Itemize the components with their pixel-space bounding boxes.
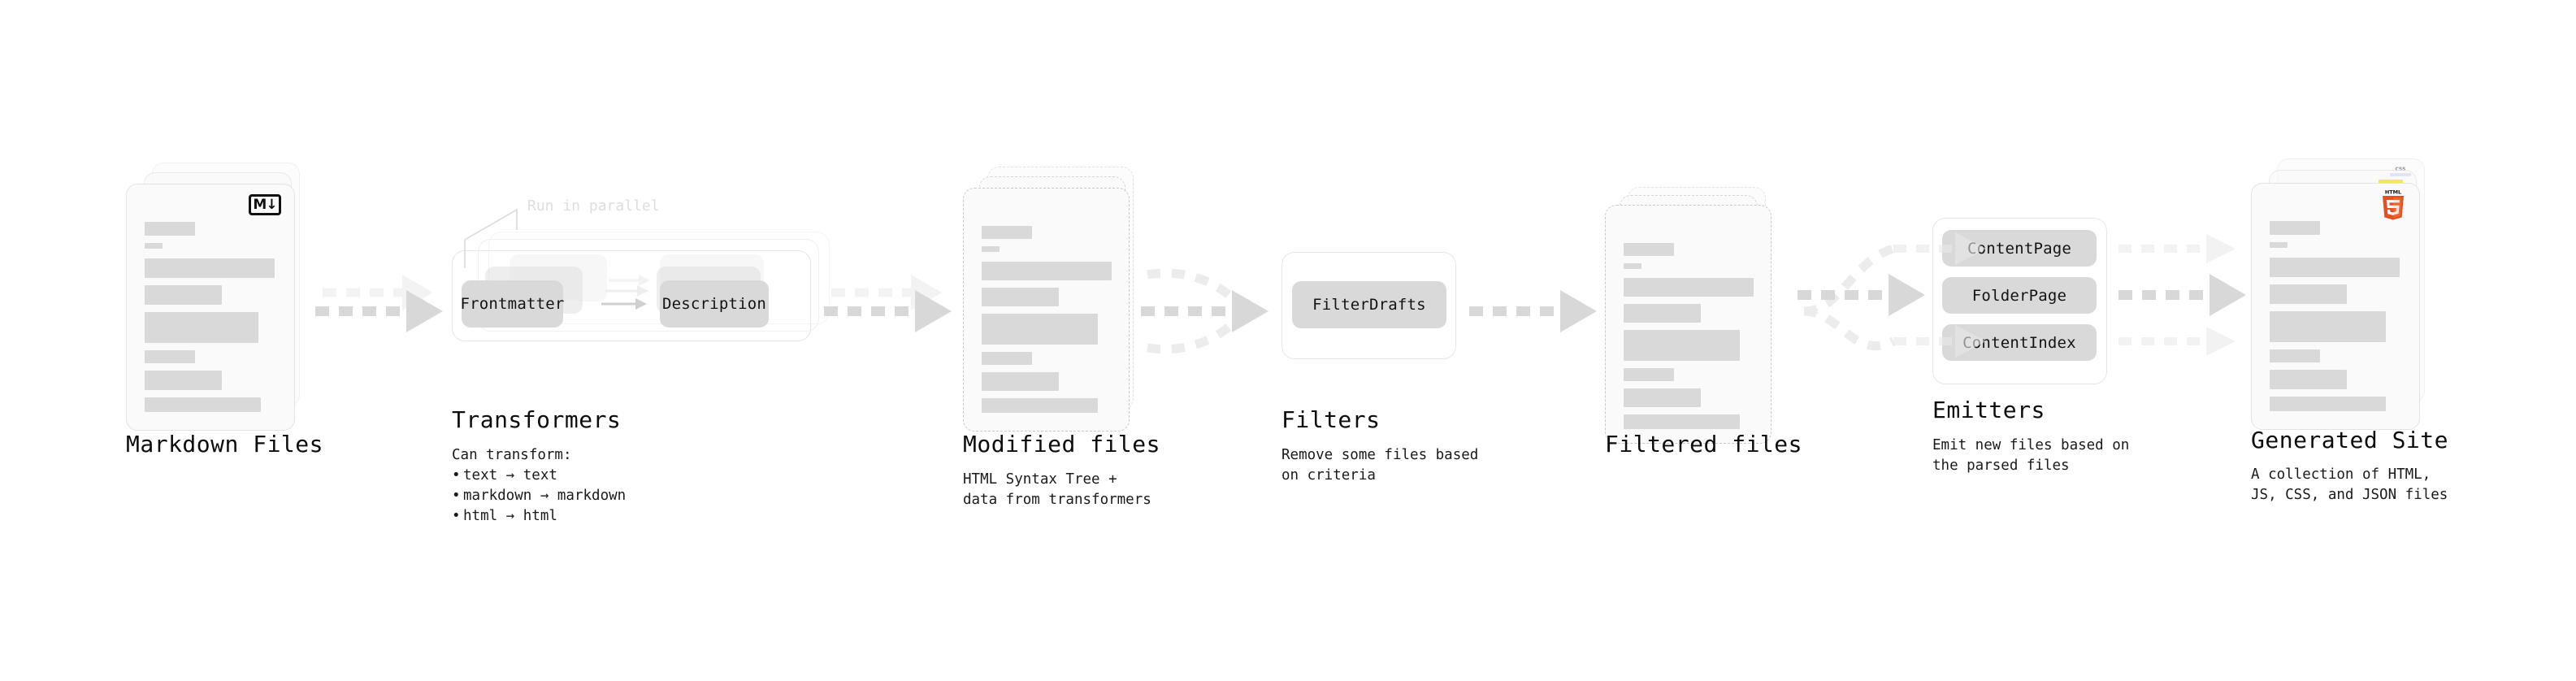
transformers-description-line: Can transform: <box>452 447 572 463</box>
filters-description-line: on criteria <box>1281 467 1376 484</box>
skeleton-bars <box>145 222 276 419</box>
filtered-files-title: Filtered files <box>1605 431 1803 458</box>
modified-files-stack <box>963 167 1150 435</box>
generated-site-title: Generated Site <box>2251 427 2449 453</box>
emitters-description-line: Emit new files based on <box>1932 437 2130 453</box>
skeleton-bar <box>2270 370 2347 389</box>
skeleton-bar <box>2270 349 2320 362</box>
skeleton-bar <box>145 397 261 412</box>
skeleton-bar <box>145 258 275 278</box>
run-in-parallel-note: Run in parallel <box>527 197 660 215</box>
skeleton-bar <box>2270 311 2386 342</box>
skeleton-bar <box>1624 278 1754 297</box>
emitters-description: Emit new files based on the parsed files <box>1932 436 2129 476</box>
css3-icon-label: CSS <box>2396 167 2406 172</box>
connector-transformers-to-modified <box>824 275 952 332</box>
filters-title: Filters <box>1281 406 1381 433</box>
filter-chip-filterdrafts[interactable]: FilterDrafts <box>1292 281 1446 328</box>
transformers-group-back <box>488 232 830 324</box>
skeleton-bar <box>982 226 1032 239</box>
transformers-title: Transformers <box>452 406 622 433</box>
markdown-file-card-front: M↓ <box>126 184 295 431</box>
modified-files-description-line: data from transformers <box>963 492 1151 508</box>
skeleton-bar <box>145 222 195 236</box>
emitter-chip-contentpage[interactable]: ContentPage <box>1942 230 2097 267</box>
modified-files-description-line: HTML Syntax Tree + <box>963 471 1117 488</box>
emitters-title: Emitters <box>1932 397 2045 423</box>
markdown-icon: M↓ <box>249 194 281 215</box>
transformers-bullet: text → text <box>452 466 626 486</box>
skeleton-bar <box>1624 330 1740 361</box>
skeleton-bars <box>2270 221 2401 419</box>
skeleton-bar <box>145 312 258 343</box>
filters-group <box>1281 252 1456 359</box>
skeleton-bar <box>1624 263 1641 269</box>
skeleton-bar <box>2270 221 2320 235</box>
transformers-bullet: html → html <box>452 506 626 527</box>
generated-site-description-line: A collection of HTML, <box>2251 466 2431 483</box>
generated-site-card-front: HTML <box>2251 183 2420 430</box>
connector-emitters-to-site <box>2118 234 2246 356</box>
skeleton-bar <box>982 314 1098 345</box>
skeleton-bar <box>982 352 1032 365</box>
emitters-description-line: the parsed files <box>1932 458 2070 474</box>
connector-filters-to-filtered <box>1469 290 1597 332</box>
skeleton-bar <box>982 246 1000 252</box>
markdown-files-stack: M↓ <box>126 163 313 431</box>
filtered-file-card-front <box>1605 205 1772 444</box>
transformers-description: Can transform: text → text markdown → ma… <box>452 445 626 527</box>
modified-file-card-front <box>963 188 1130 432</box>
skeleton-bar <box>145 371 222 390</box>
skeleton-bar <box>982 288 1059 306</box>
modified-files-title: Modified files <box>963 431 1161 458</box>
generated-site-stack: CSS HTML <box>2251 158 2446 435</box>
emitter-chip-contentindex[interactable]: ContentIndex <box>1942 324 2097 361</box>
skeleton-bar <box>2270 284 2347 304</box>
transformers-bullet: markdown → markdown <box>452 486 626 506</box>
connector-markdown-to-transformers <box>315 275 443 332</box>
skeleton-bar <box>145 285 222 305</box>
transformer-chip-description[interactable]: Description <box>660 280 769 327</box>
emitters-group <box>1932 218 2107 384</box>
skeleton-bar <box>1624 388 1701 407</box>
skeleton-bar <box>2270 242 2288 248</box>
skeleton-bar <box>982 262 1112 280</box>
transformers-group-front <box>452 250 811 341</box>
filtered-files-stack <box>1605 187 1792 455</box>
skeleton-bar <box>1624 243 1674 256</box>
skeleton-bars <box>982 226 1112 420</box>
skeleton-bar <box>145 350 195 363</box>
transformer-chip-frontmatter[interactable]: Frontmatter <box>460 280 564 327</box>
skeleton-bar <box>982 398 1098 413</box>
filters-description-line: Remove some files based <box>1281 447 1479 463</box>
skeleton-bars <box>1624 243 1754 436</box>
skeleton-bar <box>1624 304 1701 323</box>
skeleton-bar <box>1624 414 1740 429</box>
generated-site-description-line: JS, CSS, and JSON files <box>2251 487 2448 503</box>
generated-site-description: A collection of HTML, JS, CSS, and JSON … <box>2251 465 2448 505</box>
emitter-chip-folderpage[interactable]: FolderPage <box>1942 277 2097 314</box>
skeleton-bar <box>2270 397 2386 411</box>
svg-text:HTML: HTML <box>2385 190 2401 196</box>
connector-modified-to-filters <box>1141 268 1268 354</box>
modified-files-description: HTML Syntax Tree + data from transformer… <box>963 470 1151 510</box>
filters-description: Remove some files based on criteria <box>1281 445 1478 486</box>
markdown-files-title: Markdown Files <box>126 431 324 458</box>
html5-icon-svg: HTML <box>2382 189 2405 220</box>
html5-icon: HTML <box>2379 189 2408 224</box>
skeleton-bar <box>982 372 1059 391</box>
skeleton-bar <box>2270 258 2400 277</box>
skeleton-bar <box>145 243 163 249</box>
skeleton-bar <box>1624 368 1674 381</box>
